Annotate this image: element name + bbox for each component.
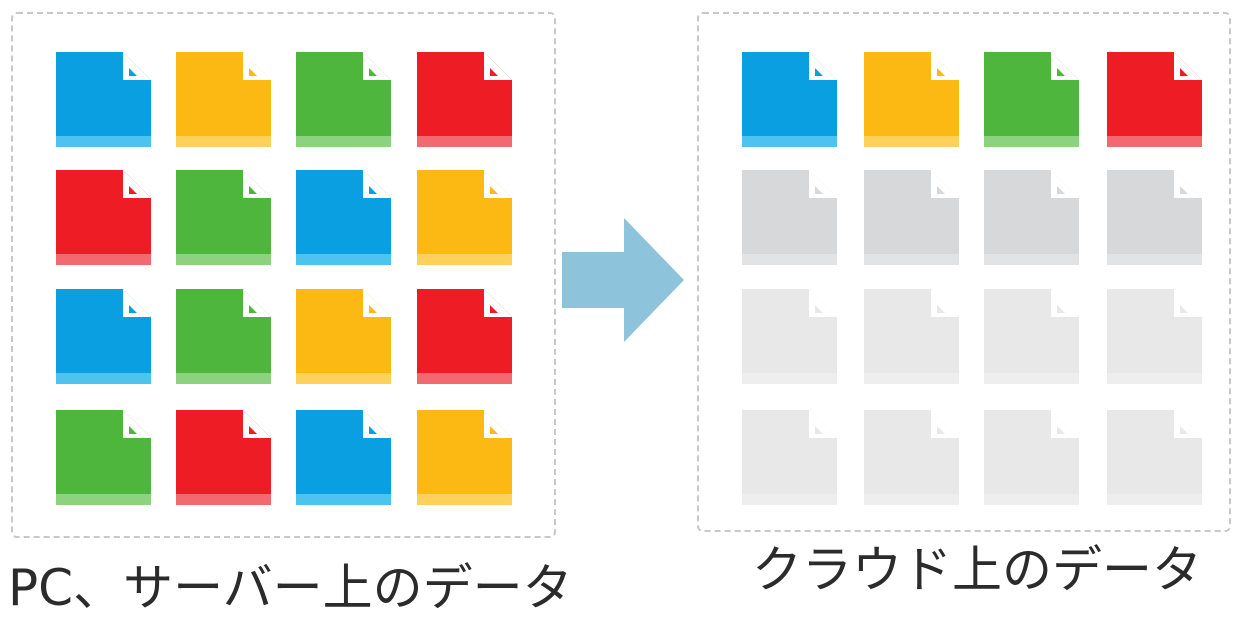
document-icon bbox=[1107, 52, 1202, 147]
document-icon bbox=[1107, 170, 1202, 265]
document-icon bbox=[176, 410, 271, 505]
source-data-panel bbox=[11, 12, 556, 538]
document-icon bbox=[296, 289, 391, 384]
document-icon bbox=[296, 52, 391, 147]
document-icon bbox=[742, 170, 837, 265]
document-icon bbox=[984, 410, 1079, 505]
document-icon bbox=[984, 52, 1079, 147]
document-icon bbox=[176, 289, 271, 384]
document-icon bbox=[742, 289, 837, 384]
document-icon bbox=[864, 410, 959, 505]
document-icon bbox=[176, 170, 271, 265]
document-icon bbox=[296, 410, 391, 505]
document-icon bbox=[864, 52, 959, 147]
document-icon bbox=[1107, 289, 1202, 384]
document-icon bbox=[417, 289, 512, 384]
document-icon bbox=[742, 52, 837, 147]
document-icon bbox=[417, 410, 512, 505]
document-icon bbox=[296, 170, 391, 265]
document-icon bbox=[56, 289, 151, 384]
document-icon bbox=[742, 410, 837, 505]
right-arrow-icon bbox=[562, 218, 684, 342]
document-icon bbox=[176, 52, 271, 147]
document-icon bbox=[984, 170, 1079, 265]
document-icon bbox=[417, 52, 512, 147]
document-icon bbox=[984, 289, 1079, 384]
document-icon bbox=[864, 170, 959, 265]
document-icon bbox=[864, 289, 959, 384]
document-icon bbox=[56, 170, 151, 265]
cloud-data-panel bbox=[697, 12, 1231, 532]
document-icon bbox=[56, 52, 151, 147]
document-icon bbox=[1107, 410, 1202, 505]
source-data-caption: PC、サーバー上のデータ bbox=[8, 559, 573, 617]
document-icon bbox=[417, 170, 512, 265]
cloud-data-caption: クラウド上のデータ bbox=[752, 541, 1202, 599]
document-icon bbox=[56, 410, 151, 505]
